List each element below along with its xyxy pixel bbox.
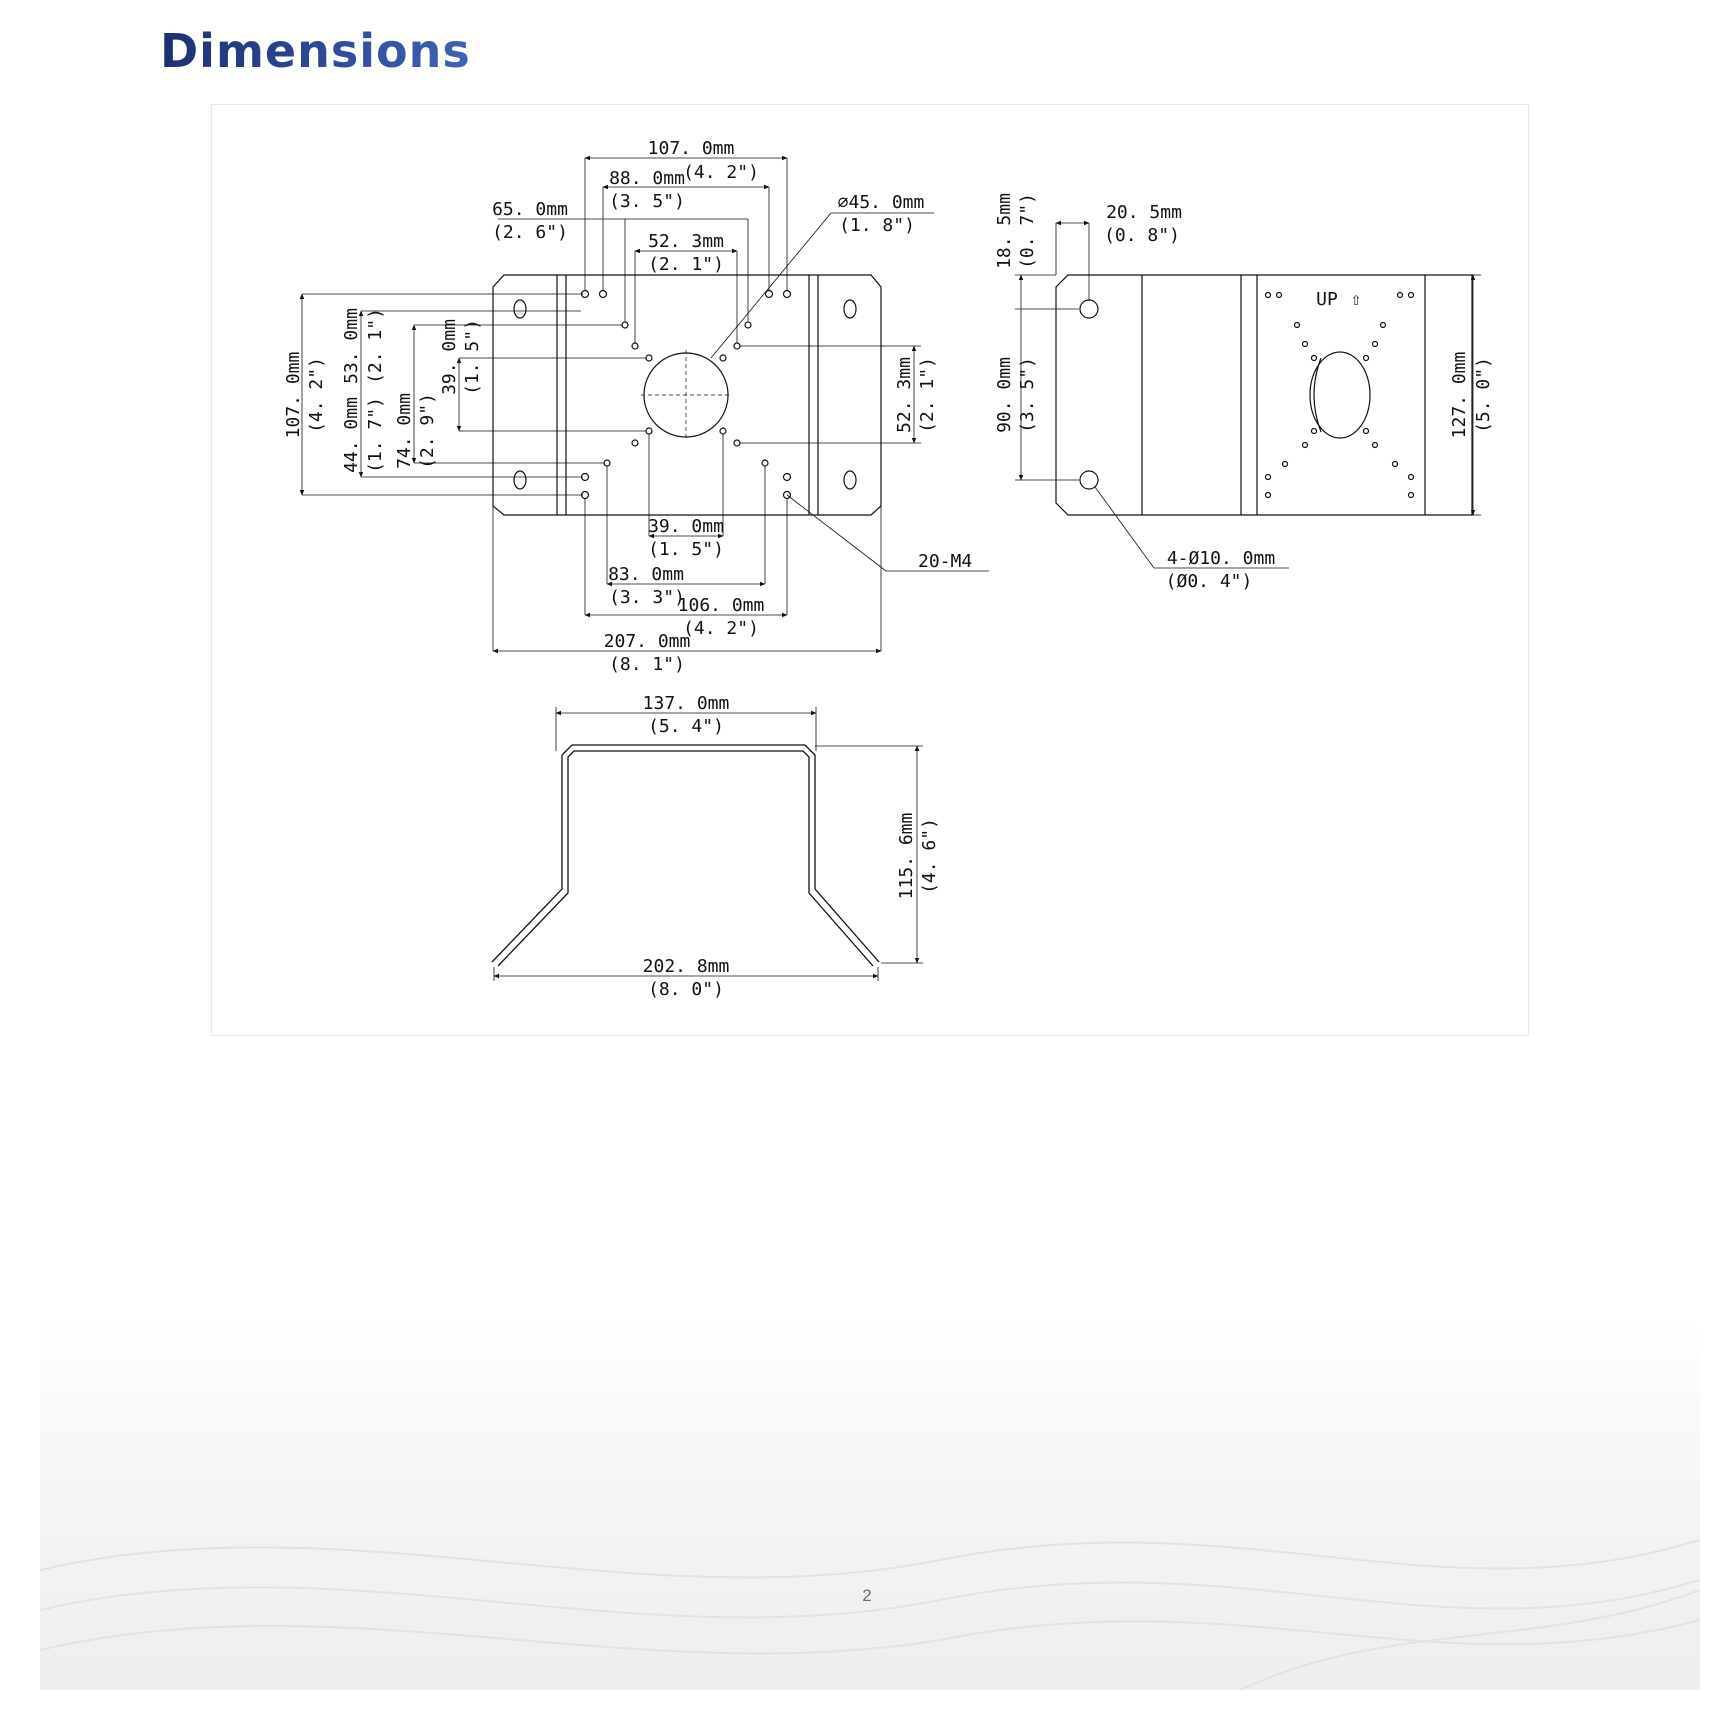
dim-106-in: (4. 2") xyxy=(683,618,759,639)
dim-127: 127. 0mm xyxy=(1449,352,1470,439)
dim-207-in: (8. 1") xyxy=(609,654,685,675)
technical-drawing: 107. 0mm (4. 2") 88. 0mm (3. 5") 65. 0mm… xyxy=(283,138,1494,1000)
dim-74-in: (2. 9") xyxy=(417,393,438,469)
side-view-plate xyxy=(1055,274,1473,516)
dim-44-in: (1. 7") xyxy=(365,397,386,473)
dim-39-bottom: 39. 0mm xyxy=(648,516,724,537)
dim-52-3-right-in: (2. 1") xyxy=(917,357,938,433)
dim-hole-45: ⌀45. 0mm xyxy=(838,192,925,213)
footer-decoration xyxy=(40,1320,1700,1690)
dim-52-3-right: 52. 3mm xyxy=(894,357,915,433)
up-label: UP xyxy=(1316,289,1338,310)
dim-65: 65. 0mm xyxy=(492,199,568,220)
dim-39-left: 39. 0mm xyxy=(439,319,460,395)
dim-202-8-in: (8. 0") xyxy=(648,979,724,1000)
dim-107-top-in: (4. 2") xyxy=(683,162,759,183)
bent-bracket-profile xyxy=(491,744,880,967)
dim-90: 90. 0mm xyxy=(994,357,1015,433)
dim-83-in: (3. 3") xyxy=(609,587,685,608)
dim-44: 44. 0mm xyxy=(341,397,362,473)
dim-18-5-in: (0. 7") xyxy=(1017,193,1038,269)
dim-52-3: 52. 3mm xyxy=(648,231,724,252)
dim-83: 83. 0mm xyxy=(608,564,684,585)
dim-88: 88. 0mm xyxy=(609,168,685,189)
dim-65-in: (2. 6") xyxy=(492,222,568,243)
page-number: 2 xyxy=(862,1586,872,1605)
wave-pattern xyxy=(40,1539,1700,1690)
dim-207: 207. 0mm xyxy=(604,631,691,652)
page-title: Dimensions xyxy=(160,24,471,78)
dim-20-m4: 20-M4 xyxy=(918,551,972,572)
dim-39-bottom-in: (1. 5") xyxy=(648,539,724,560)
dim-74: 74. 0mm xyxy=(394,393,415,469)
dim-107-left-in: (4. 2") xyxy=(306,357,327,433)
dim-106: 106. 0mm xyxy=(678,595,765,616)
dim-137-in: (5. 4") xyxy=(648,716,724,737)
dim-39-left-in: (1. 5") xyxy=(462,319,483,395)
dim-hole-45-value: 45. 0mm xyxy=(848,192,924,213)
dim-20-5: 20. 5mm xyxy=(1106,202,1182,223)
dim-137: 137. 0mm xyxy=(643,693,730,714)
dim-53: 53. 0mm xyxy=(341,308,362,384)
dim-127-in: (5. 0") xyxy=(1473,357,1494,433)
dim-107-top: 107. 0mm xyxy=(648,138,735,159)
dim-hole-45-in: (1. 8") xyxy=(839,215,915,236)
dim-4-holes: 4-Ø10. 0mm xyxy=(1167,548,1275,569)
dim-4-holes-in: (Ø0. 4") xyxy=(1166,571,1253,592)
dim-18-5: 18. 5mm xyxy=(994,193,1015,269)
dim-107-left: 107. 0mm xyxy=(283,352,304,439)
dim-88-in: (3. 5") xyxy=(609,191,685,212)
dim-115-6: 115. 6mm xyxy=(896,813,917,900)
dim-115-6-in: (4. 6") xyxy=(919,818,940,894)
up-arrow-icon: ⇧ xyxy=(1351,289,1362,310)
dim-52-3-in: (2. 1") xyxy=(648,254,724,275)
dim-202-8: 202. 8mm xyxy=(643,956,730,977)
dim-53-in: (2. 1") xyxy=(365,308,386,384)
dim-90-in: (3. 5") xyxy=(1017,357,1038,433)
dim-20-5-in: (0. 8") xyxy=(1104,225,1180,246)
dimension-drawing: 107. 0mm (4. 2") 88. 0mm (3. 5") 65. 0mm… xyxy=(211,104,1529,1036)
